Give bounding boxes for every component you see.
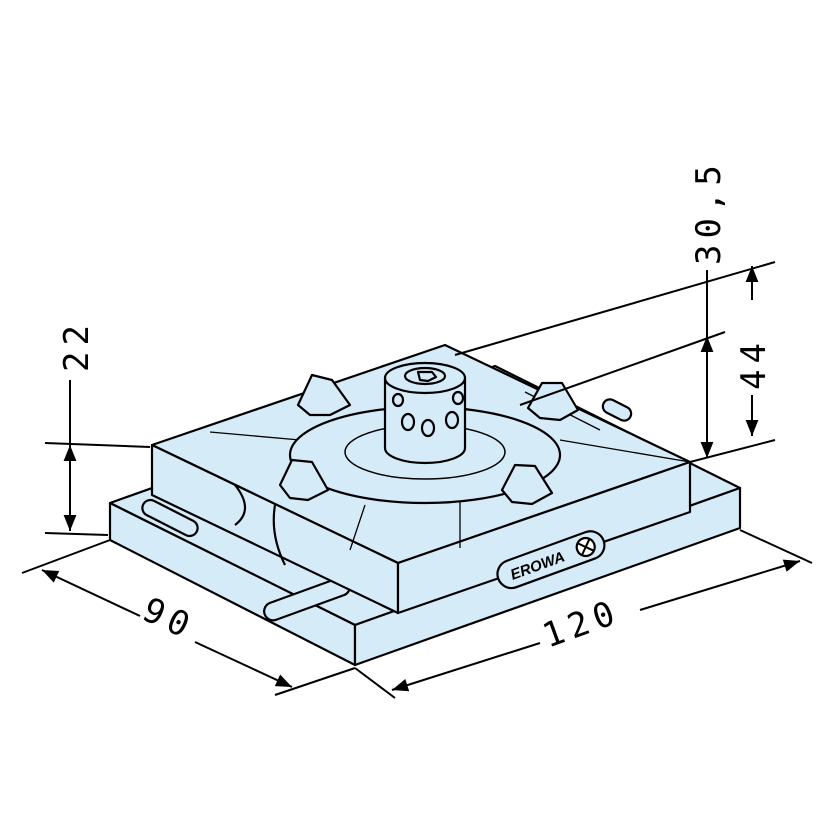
- clamping-spigot: [383, 361, 467, 465]
- dim-22: 22: [57, 319, 97, 372]
- dim-44: 44: [734, 337, 774, 390]
- dim-90: 90: [136, 590, 201, 649]
- dimension-lines: [21, 261, 813, 699]
- dim-120: 120: [537, 592, 625, 657]
- mounting-slots: [141, 398, 633, 622]
- clamping-lugs: [278, 373, 580, 506]
- dim-30-5: 30,5: [689, 159, 729, 265]
